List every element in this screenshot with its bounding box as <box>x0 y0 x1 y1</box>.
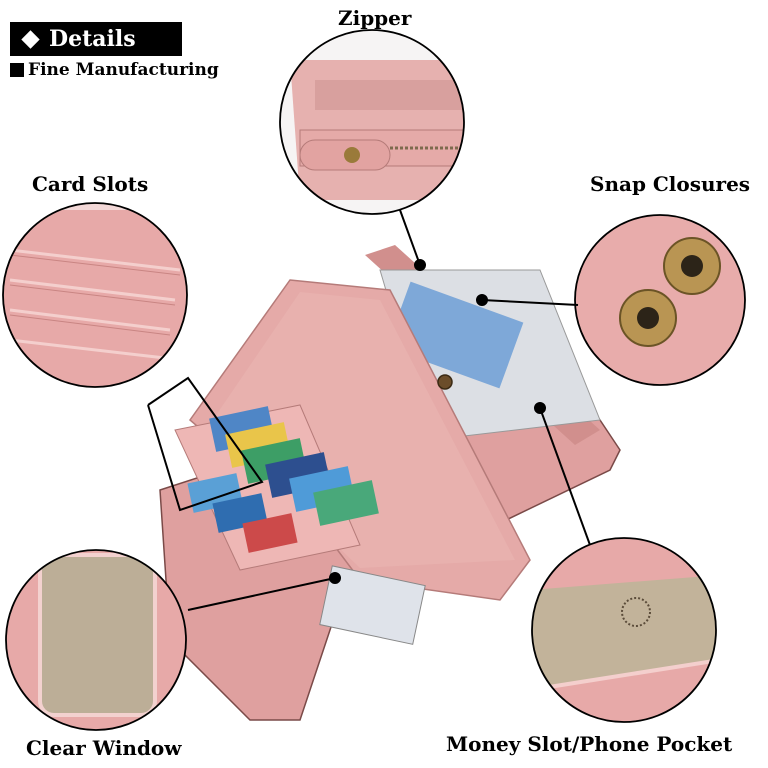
subtitle-text: Fine Manufacturing <box>28 60 219 80</box>
label-snap-closures: Snap Closures <box>590 172 751 196</box>
badge-text: Details <box>49 26 136 52</box>
square-bullet-icon <box>10 63 24 77</box>
card-slots-detail <box>2 202 188 388</box>
details-badge: Details <box>10 22 182 56</box>
diamond-icon <box>21 29 40 49</box>
label-card-slots: Card Slots <box>32 172 149 196</box>
cards-fan <box>187 406 379 553</box>
snap-closures-detail <box>574 214 746 386</box>
label-clear-window: Clear Window <box>26 736 182 760</box>
money-slot-detail <box>531 537 717 723</box>
subtitle: Fine Manufacturing <box>10 60 219 80</box>
leader-lines <box>147 209 591 611</box>
label-zipper: Zipper <box>338 6 412 30</box>
clear-window-detail <box>5 549 187 731</box>
label-money-slot: Money Slot/Phone Pocket <box>446 732 733 756</box>
zipper-detail <box>279 29 465 215</box>
wallet-main <box>159 245 621 721</box>
